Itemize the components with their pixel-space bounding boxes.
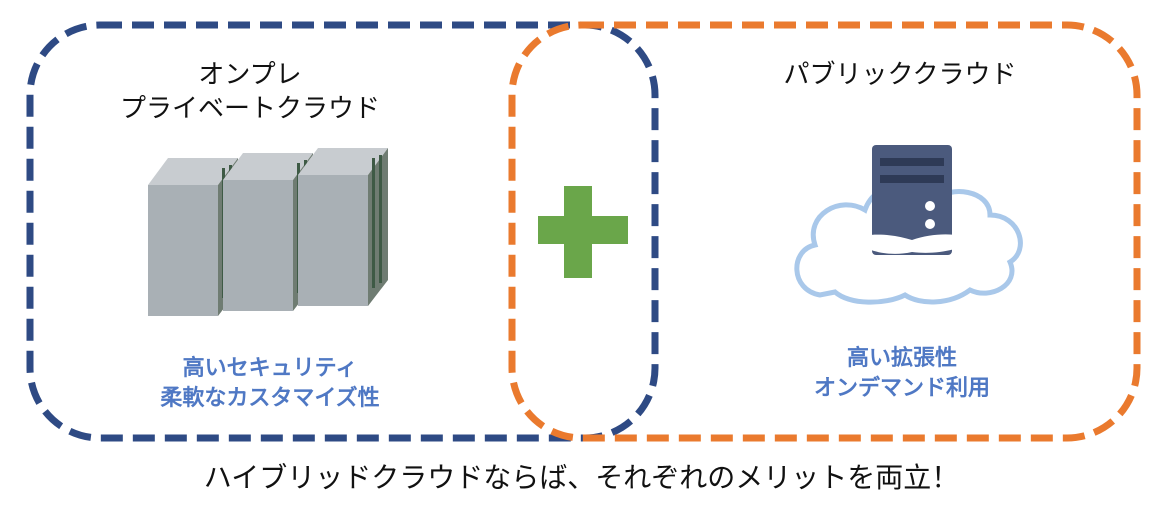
private-cloud-benefits: 高いセキュリティ 柔軟なカスタマイズ性 <box>110 354 430 414</box>
public-cloud-region <box>508 21 1141 442</box>
private-cloud-region <box>26 21 659 442</box>
server-rack-icon <box>148 148 388 316</box>
private-cloud-title-line2: プライベートクラウド <box>119 94 380 124</box>
public-cloud-title-line1: パブリッククラウド <box>783 60 1017 90</box>
private-benefit-2: 柔軟なカスタマイズ性 <box>160 386 380 411</box>
private-cloud-title-line1: オンプレ <box>198 60 302 90</box>
footer-caption: ハイブリッドクラウドならば、それぞれのメリットを両立！ <box>203 461 960 494</box>
plus-icon <box>538 186 628 278</box>
public-cloud-title: パブリッククラウド <box>730 58 1070 92</box>
cloud-server-icon <box>794 145 1023 305</box>
public-benefit-2: オンデマンド利用 <box>813 376 990 401</box>
private-benefit-1: 高いセキュリティ <box>182 356 358 381</box>
public-cloud-benefits: 高い拡張性 オンデマンド利用 <box>752 344 1052 404</box>
public-benefit-1: 高い拡張性 <box>846 346 957 371</box>
private-cloud-title: オンプレ プライベートクラウド <box>80 58 420 126</box>
